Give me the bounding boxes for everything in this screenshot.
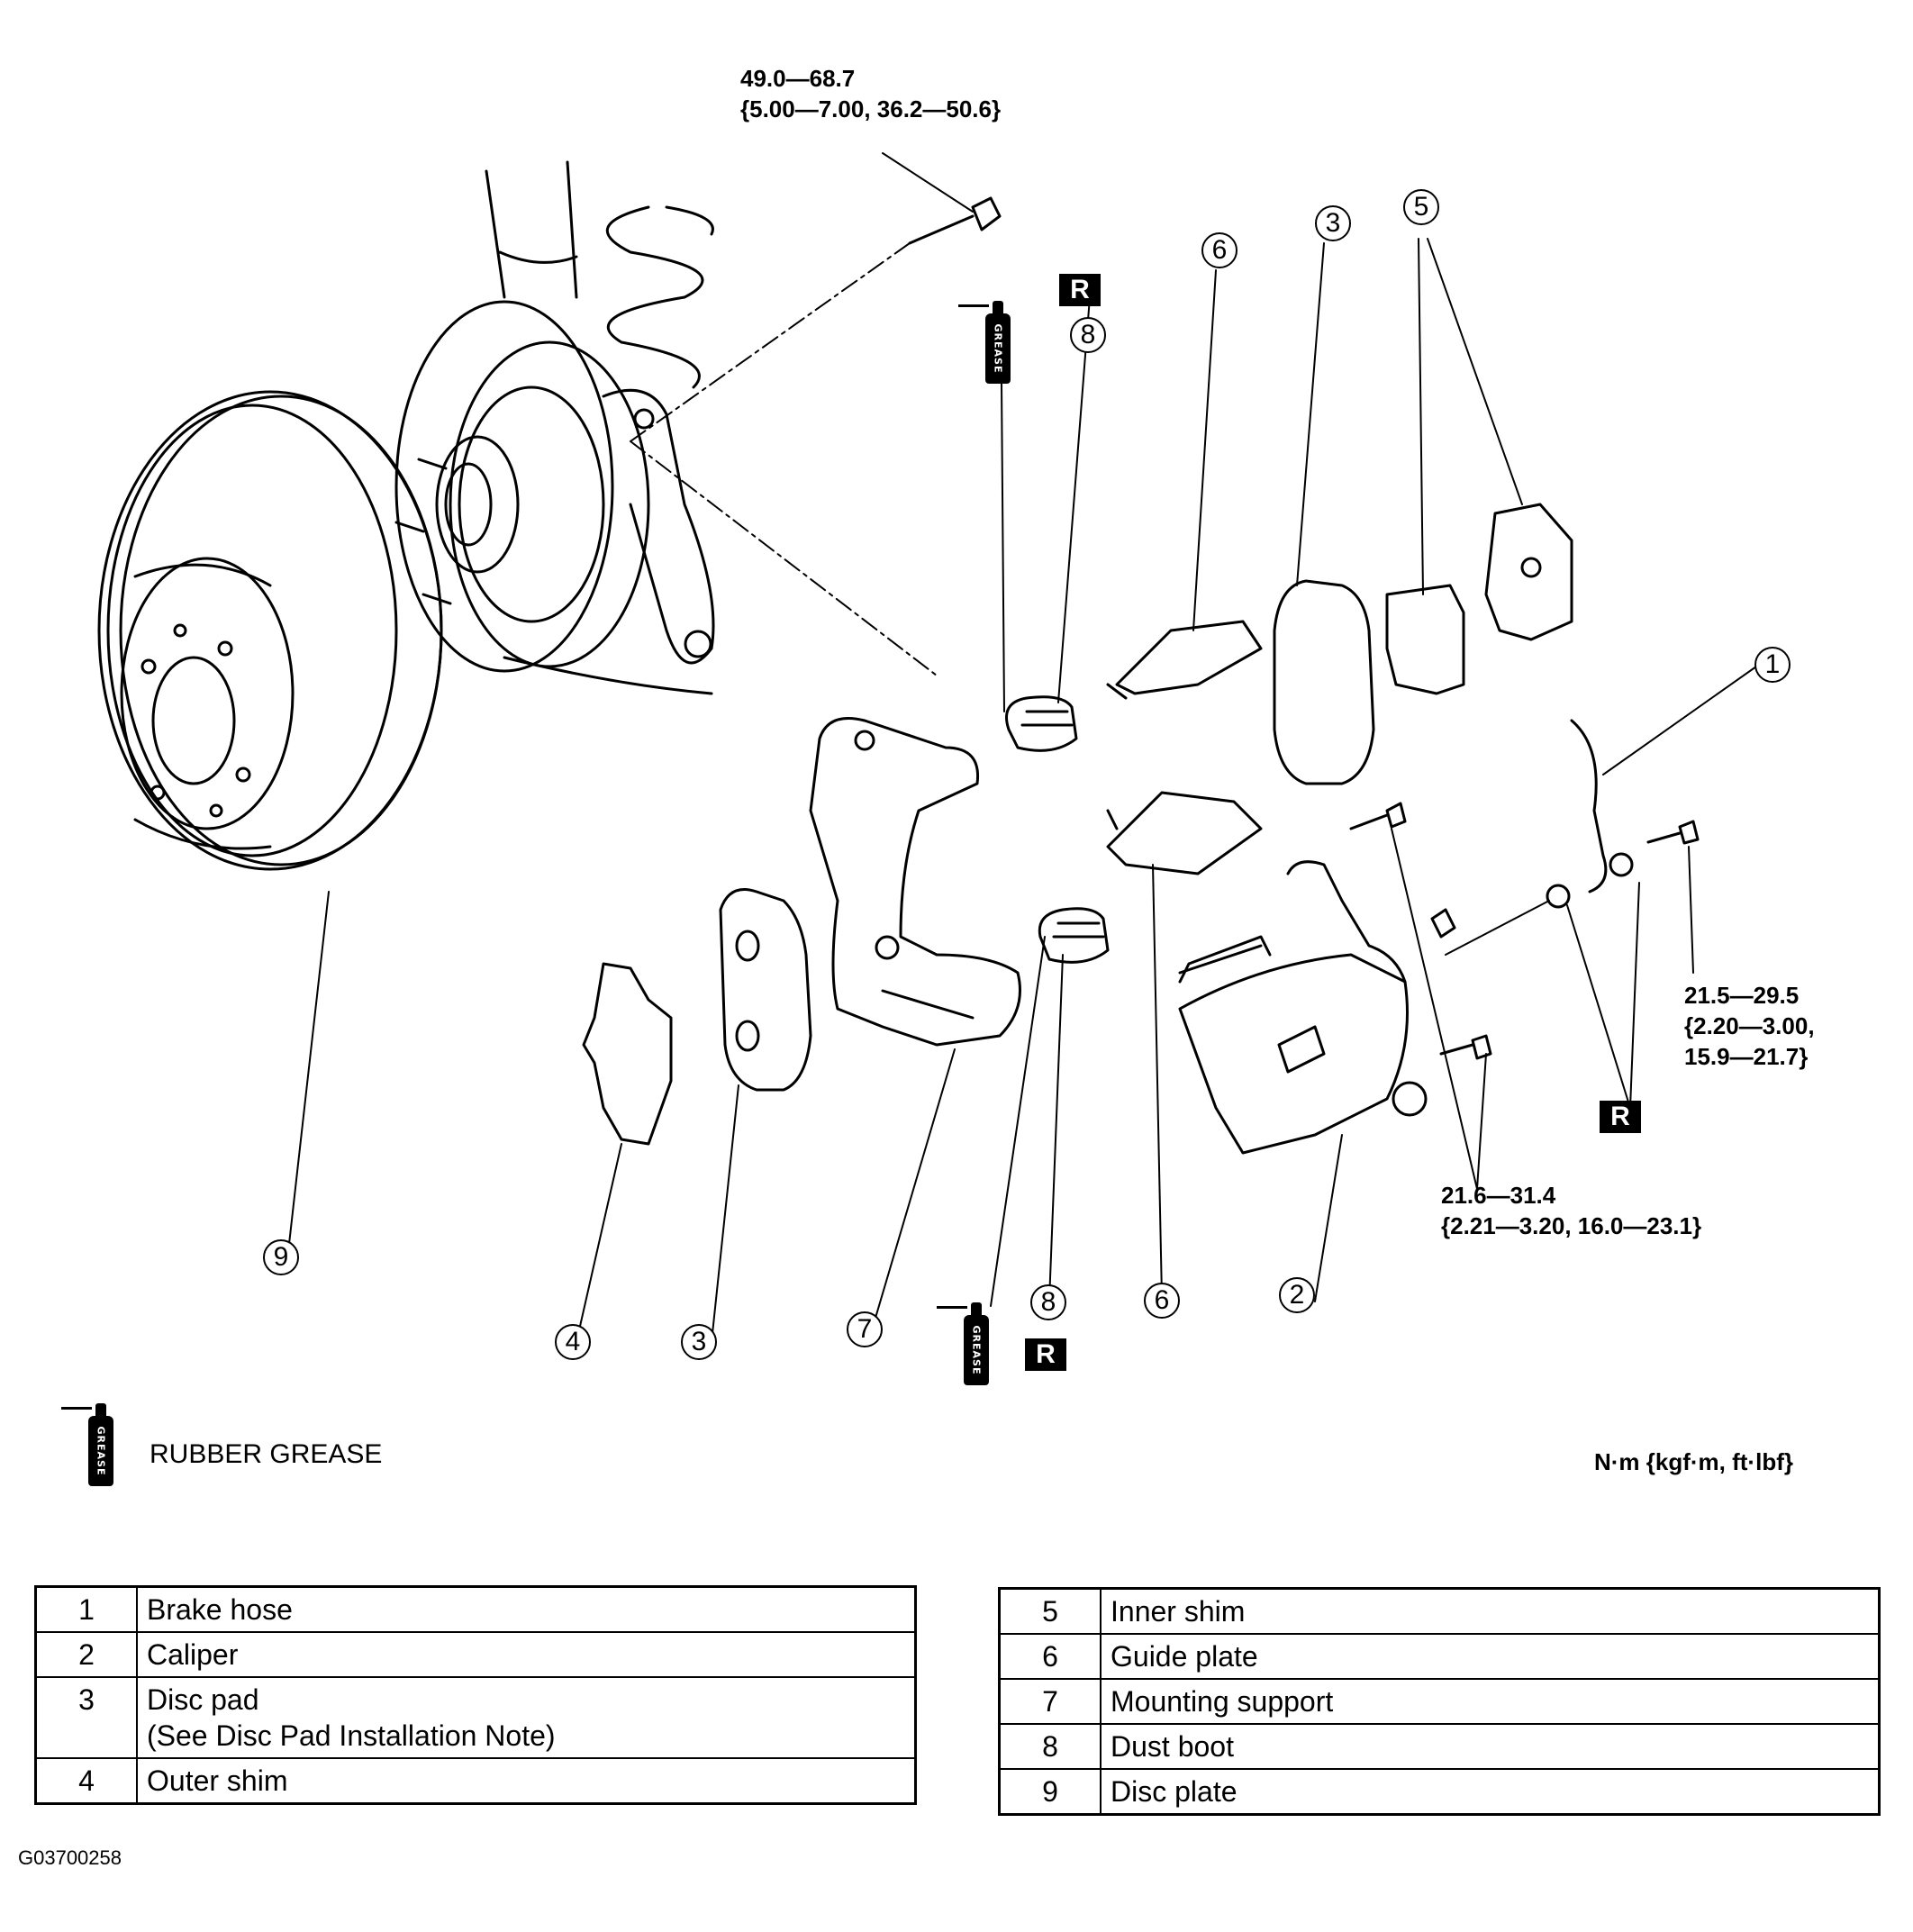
table-row: 8 Dust boot [998,1723,1881,1770]
leader-lines [287,152,1757,1343]
torque-value: 49.0—68.7 [740,65,856,92]
guide-plates-drawing [1106,620,1263,875]
torque-caliper-bolts: 21.6—31.4 {2.21—3.20, 16.0—23.1} [1441,1180,1701,1241]
part-name: Caliper [136,1631,917,1678]
disc-pad-right-drawing [1273,579,1375,785]
replace-mark-bottom: R [1025,1338,1066,1371]
torque-units: N·m {kgf·m, ft·lbf} [1594,1448,1793,1475]
table-row: 1 Brake hose [34,1585,917,1633]
table-row: 4 Outer shim [34,1757,917,1805]
mounting-support-drawing [809,717,1021,1047]
callout-3-bottom: 3 [681,1324,717,1360]
part-note: (See Disc Pad Installation Note) [147,1719,556,1752]
disc-pad-left-drawing [719,888,812,1092]
part-number: 1 [34,1585,138,1633]
replace-mark-top: R [1059,274,1101,306]
part-name: Outer shim [136,1757,917,1805]
part-number: 2 [34,1631,138,1678]
torque-conversion: {2.20—3.00, [1684,1012,1815,1039]
replace-mark-washers: R [1600,1101,1641,1133]
table-row: 7 Mounting support [998,1678,1881,1725]
part-number: 5 [998,1587,1102,1635]
callout-4: 4 [555,1324,591,1360]
torque-hose-bolt: 21.5—29.5 {2.20—3.00, 15.9—21.7} [1684,980,1815,1072]
grease-can-label: GREASE [992,323,1004,374]
part-name: Disc pad [147,1683,259,1716]
callout-6-bottom: 6 [1144,1283,1180,1319]
table-row: 2 Caliper [34,1631,917,1678]
inner-shims-drawing [1385,503,1573,695]
torque-conversion: 15.9—21.7} [1684,1043,1809,1070]
callout-6-top: 6 [1201,232,1238,268]
torque-value: 21.6—31.4 [1441,1182,1556,1209]
part-name: Mounting support [1100,1678,1881,1725]
grease-can-label: GREASE [970,1325,983,1375]
parts-table-right: 5 Inner shim 6 Guide plate 7 Mounting su… [998,1587,1881,1816]
callout-7: 7 [847,1311,883,1347]
callout-5: 5 [1403,189,1439,225]
part-number: 8 [998,1723,1102,1770]
parts-table-left: 1 Brake hose 2 Caliper 3 Disc pad (See D… [34,1585,917,1805]
part-number: 7 [998,1678,1102,1725]
knuckle-hub-drawing [394,300,715,695]
grease-can-icon: GREASE [61,1403,113,1486]
torque-value: 21.5—29.5 [1684,982,1800,1009]
table-row: 5 Inner shim [998,1587,1881,1635]
outer-shim-drawing [582,962,673,1146]
table-row: 3 Disc pad (See Disc Pad Installation No… [34,1676,917,1759]
legend-grease-text: RUBBER GREASE [150,1439,383,1469]
part-number: 6 [998,1633,1102,1680]
callout-8-top: 8 [1070,317,1106,353]
dust-boots-drawing [1005,695,1110,964]
table-row: 9 Disc plate [998,1768,1881,1816]
part-number: 3 [34,1676,138,1759]
table-row: 6 Guide plate [998,1633,1881,1680]
bolts-hose-drawing [908,196,1700,1060]
part-number: 9 [998,1768,1102,1816]
torque-conversion: {5.00—7.00, 36.2—50.6} [740,95,1002,122]
caliper-drawing [1178,860,1428,1155]
callout-9: 9 [263,1239,299,1275]
grease-can-label: GREASE [95,1426,107,1476]
callout-1: 1 [1754,647,1791,683]
disc-plate-drawing [97,390,443,871]
part-number: 4 [34,1757,138,1805]
part-name: Disc plate [1100,1768,1881,1816]
part-name: Guide plate [1100,1633,1881,1680]
grease-can-icon: GREASE [937,1302,989,1385]
figure-id: G03700258 [18,1846,122,1869]
torque-top-bolt: 49.0—68.7 {5.00—7.00, 36.2—50.6} [740,63,1001,124]
part-name: Inner shim [1100,1587,1881,1635]
part-cell: Disc pad (See Disc Pad Installation Note… [136,1676,917,1759]
grease-can-icon: GREASE [958,301,1011,384]
strut-spring-drawing [485,160,714,389]
callout-8-bottom: 8 [1030,1284,1066,1320]
part-name: Dust boot [1100,1723,1881,1770]
torque-conversion: {2.21—3.20, 16.0—23.1} [1441,1212,1702,1239]
callout-3-top: 3 [1315,205,1351,241]
callout-2: 2 [1279,1277,1315,1313]
part-name: Brake hose [136,1585,917,1633]
